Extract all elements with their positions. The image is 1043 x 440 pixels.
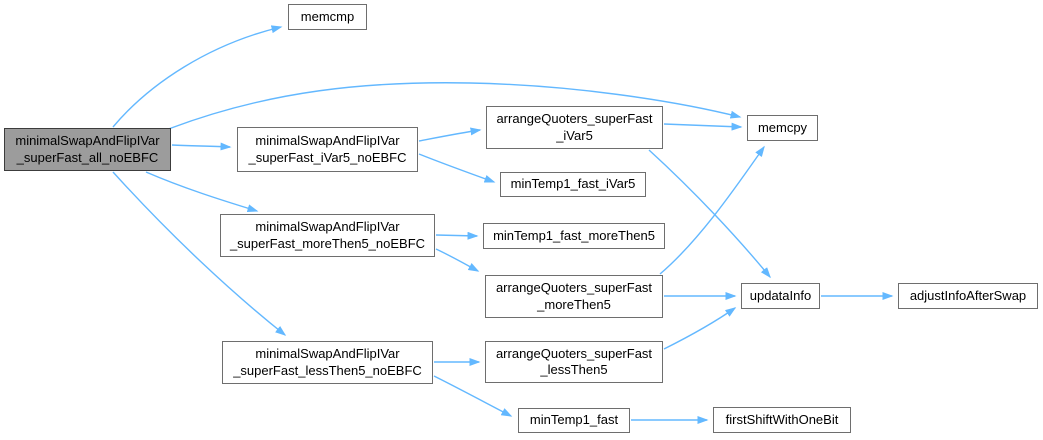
edge-minimalSwapAndFlipIVar_superFast_iVar5_noEBFC--arrangeQuoters_superFast_iVar5 xyxy=(418,127,482,142)
node-firstShiftWithOneBit[interactable]: firstShiftWithOneBit xyxy=(713,407,851,433)
node-label-line: _superFast_all_noEBFC xyxy=(16,149,159,165)
edge-minimalSwapAndFlipIVar_superFast_iVar5_noEBFC--minTemp1_fast_iVar5 xyxy=(418,153,496,183)
node-label-line: _superFast_iVar5_noEBFC xyxy=(248,149,407,165)
node-label-line: minimalSwapAndFlipIVar xyxy=(255,219,400,234)
edge-minimalSwapAndFlipIVar_superFast_all_noEBFC--memcmp xyxy=(112,25,283,128)
node-minimalSwapAndFlipIVar_superFast_all_noEBFC[interactable]: minimalSwapAndFlipIVar_superFast_all_noE… xyxy=(4,128,171,171)
node-label-line: minimalSwapAndFlipIVar xyxy=(255,133,400,148)
node-label-line: arrangeQuoters_superFast xyxy=(495,280,653,295)
node-label-line: arrangeQuoters_superFast xyxy=(495,345,653,361)
node-label-line: minimalSwapAndFlipIVar xyxy=(255,346,400,361)
node-label-line: adjustInfoAfterSwap xyxy=(909,287,1027,303)
node-memcmp[interactable]: memcmp xyxy=(288,4,367,30)
node-adjustInfoAfterSwap[interactable]: adjustInfoAfterSwap xyxy=(898,283,1038,309)
node-minimalSwapAndFlipIVar_superFast_lessThen5_noEBFC[interactable]: minimalSwapAndFlipIVar_superFast_lessThe… xyxy=(222,341,433,384)
edge-minimalSwapAndFlipIVar_superFast_moreThen5_noEBFC--minTemp1_fast_moreThen5 xyxy=(435,231,479,240)
node-arrangeQuoters_superFast_moreThen5[interactable]: arrangeQuoters_superFast_moreThen5 xyxy=(485,275,663,318)
edge-arrangeQuoters_superFast_iVar5--updataInfo xyxy=(648,149,771,279)
node-label-line: updataInfo xyxy=(749,287,812,303)
node-updataInfo[interactable]: updataInfo xyxy=(741,283,820,309)
node-arrangeQuoters_superFast_lessThen5[interactable]: arrangeQuoters_superFast_lessThen5 xyxy=(485,341,663,383)
node-label-line: minTemp1_fast_iVar5 xyxy=(510,176,636,192)
node-label-line: arrangeQuoters_superFast xyxy=(496,111,653,126)
node-label-line: _lessThen5 xyxy=(540,362,608,377)
node-arrangeQuoters_superFast_iVar5[interactable]: arrangeQuoters_superFast_iVar5 xyxy=(486,106,663,149)
node-memcpy[interactable]: memcpy xyxy=(747,115,818,141)
node-minimalSwapAndFlipIVar_superFast_moreThen5_noEBFC[interactable]: minimalSwapAndFlipIVar_superFast_moreThe… xyxy=(220,214,435,257)
node-label-line: memcmp xyxy=(300,8,355,24)
edge-minimalSwapAndFlipIVar_superFast_all_noEBFC--minimalSwapAndFlipIVar_superFast_lessThen5_noEBFC xyxy=(112,171,287,336)
node-label-line: firstShiftWithOneBit xyxy=(725,411,839,427)
node-minimalSwapAndFlipIVar_superFast_iVar5_noEBFC[interactable]: minimalSwapAndFlipIVar_superFast_iVar5_n… xyxy=(237,127,418,172)
edge-minimalSwapAndFlipIVar_superFast_all_noEBFC--memcpy xyxy=(165,82,742,131)
edge-minimalSwapAndFlipIVar_superFast_lessThen5_noEBFC--minTemp1_fast xyxy=(433,375,513,417)
node-label-line: minTemp1_fast xyxy=(529,412,619,428)
edge-minimalSwapAndFlipIVar_superFast_moreThen5_noEBFC--arrangeQuoters_superFast_moreThen5 xyxy=(435,248,480,272)
node-label-line: memcpy xyxy=(757,119,808,135)
edge-arrangeQuoters_superFast_iVar5--memcpy xyxy=(663,122,743,131)
node-minTemp1_fast[interactable]: minTemp1_fast xyxy=(518,408,630,433)
node-label-line: minTemp1_fast_moreThen5 xyxy=(493,227,655,243)
node-label-line: minimalSwapAndFlipIVar xyxy=(15,133,160,148)
node-label-line: _iVar5 xyxy=(556,127,593,143)
node-label-line: _superFast_moreThen5_noEBFC xyxy=(229,235,426,251)
edge-arrangeQuoters_superFast_moreThen5--memcpy xyxy=(659,145,765,275)
node-label-line: _moreThen5 xyxy=(537,296,611,312)
node-minTemp1_fast_iVar5[interactable]: minTemp1_fast_iVar5 xyxy=(500,172,646,197)
edge-arrangeQuoters_superFast_lessThen5--updataInfo xyxy=(663,307,737,350)
edge-minimalSwapAndFlipIVar_superFast_all_noEBFC--minimalSwapAndFlipIVar_superFast_moreThen5_noEBFC xyxy=(145,171,259,213)
edge-minimalSwapAndFlipIVar_superFast_all_noEBFC--minimalSwapAndFlipIVar_superFast_iVar5_noEBFC xyxy=(171,142,232,151)
node-label-line: _superFast_lessThen5_noEBFC xyxy=(233,362,422,378)
node-minTemp1_fast_moreThen5[interactable]: minTemp1_fast_moreThen5 xyxy=(483,223,665,249)
